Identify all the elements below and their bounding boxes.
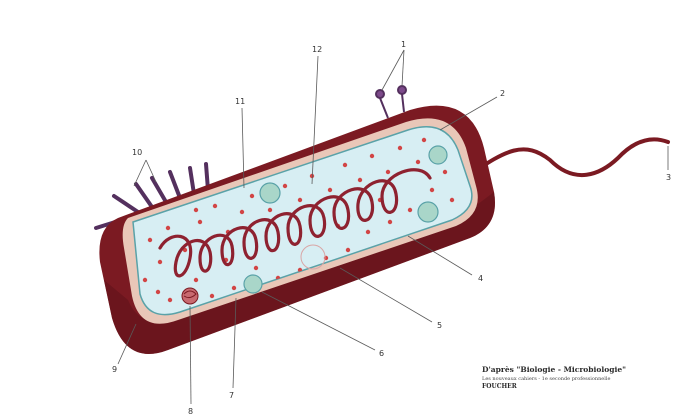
label-6: 6: [379, 349, 384, 358]
flagellum: [470, 139, 668, 175]
label-1: 1: [401, 40, 406, 49]
inclusion-2: [418, 202, 438, 222]
label-12: 12: [312, 45, 322, 54]
label-5: 5: [437, 321, 442, 330]
credit-title: D'après "Biologie - Microbiologie": [482, 365, 682, 375]
inclusion-1: [260, 183, 280, 203]
inclusion-6: [244, 275, 262, 293]
source-credit: D'après "Biologie - Microbiologie" Les n…: [482, 365, 682, 391]
label-2: 2: [500, 89, 505, 98]
label-4: 4: [478, 274, 483, 283]
label-7: 7: [229, 391, 234, 400]
label-3: 3: [666, 173, 671, 182]
label-8: 8: [188, 407, 193, 415]
mesosome: [182, 288, 198, 304]
label-10: 10: [132, 148, 142, 157]
label-9: 9: [112, 365, 117, 374]
label-11: 11: [235, 97, 245, 106]
credit-publisher: FOUCHER: [482, 383, 682, 391]
credit-subtitle: Les nouveaux cahiers - 1e seconde profes…: [482, 375, 682, 383]
inclusion-3: [429, 146, 447, 164]
